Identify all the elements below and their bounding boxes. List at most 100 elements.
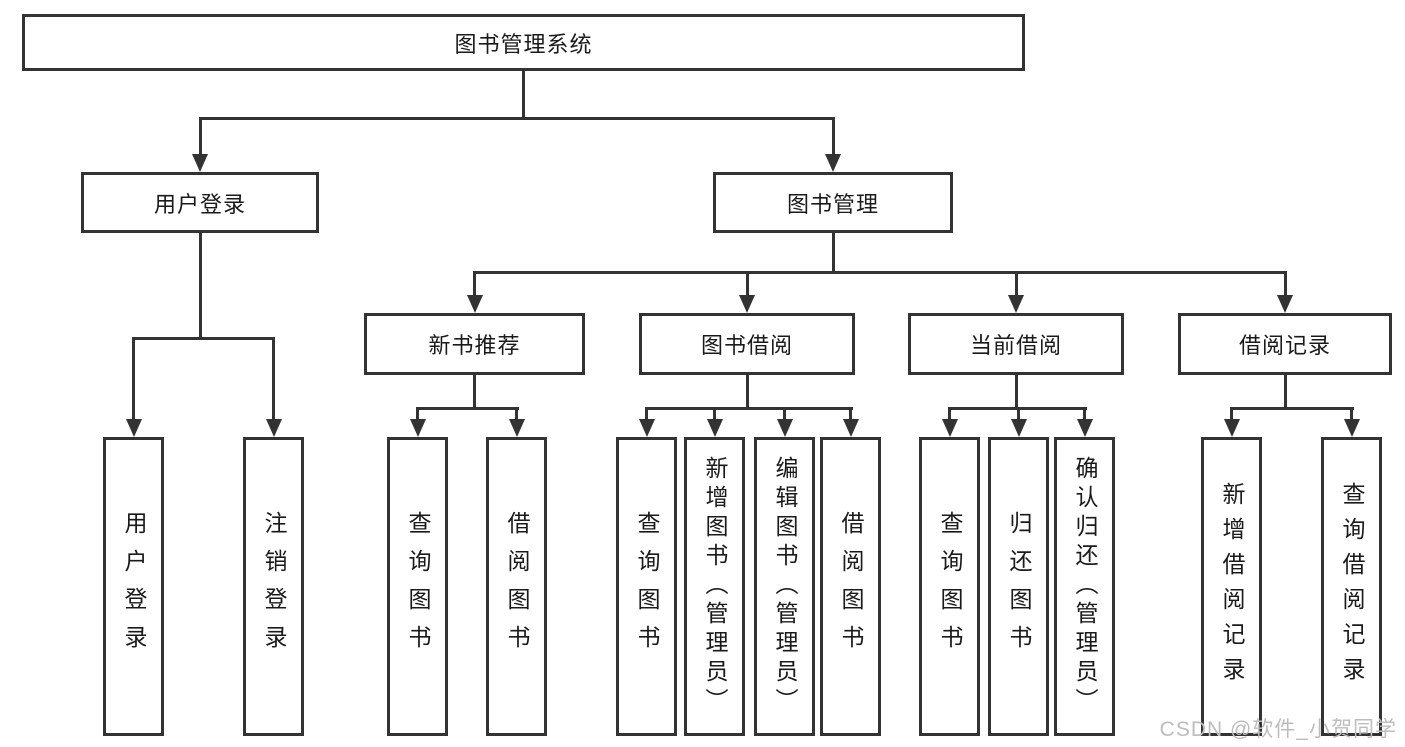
leaf-add-borrow-record-label: 新增借阅记录: [1219, 481, 1245, 692]
leaf-query-borrow-record-label: 查询借阅记录: [1339, 481, 1365, 692]
connector-book-borrowing-bracket: [645, 407, 853, 410]
connector-arrow-to-user-login: [192, 118, 208, 172]
arrow-down-icon: [192, 154, 208, 172]
connector-book-borrowing-stem: [745, 375, 749, 409]
connector-user-login-stem: [198, 233, 202, 339]
leaf-edit-book-admin-label: 编辑图书（管理员）: [772, 456, 798, 717]
arrow-stem: [515, 409, 518, 423]
leaf-query-books-label: 查询图书: [634, 510, 660, 663]
arrow-stem: [1283, 273, 1287, 299]
leaf-query-books-recommend: 查询图书: [387, 437, 448, 736]
arrow-stem: [1083, 409, 1086, 423]
connector-root-stem: [521, 71, 525, 118]
arrow-stem: [1350, 409, 1353, 423]
connector-arrow-leaf: [1343, 409, 1360, 437]
connector-arrow-to-leaf-logout: [265, 339, 282, 437]
arrow-stem: [272, 339, 275, 423]
arrow-down-icon: [1343, 419, 1360, 437]
connector-arrow-leaf: [1076, 409, 1093, 437]
leaf-logout: 注销登录: [243, 437, 304, 736]
csdn-watermark: CSDN @软件_小贺同学: [1159, 718, 1397, 741]
leaf-user-login: 用户登录: [103, 437, 164, 736]
arrow-down-icon: [825, 154, 841, 172]
leaf-add-book-admin-label: 新增图书（管理员）: [702, 456, 728, 717]
leaf-return-books: 归还图书: [988, 437, 1049, 736]
leaf-confirm-return-admin-label: 确认归还（管理员）: [1072, 456, 1098, 717]
leaf-query-books-borrowing: 查询图书: [616, 437, 677, 736]
connector-arrow-leaf: [409, 409, 426, 437]
connector-arrow-leaf: [706, 409, 723, 437]
arrow-stem: [745, 273, 749, 299]
node-root-library-system: 图书管理系统: [22, 14, 1025, 71]
connector-arrow-to-book-management: [825, 118, 841, 172]
arrow-stem: [1014, 273, 1018, 299]
arrow-down-icon: [466, 295, 483, 313]
arrow-down-icon: [1008, 295, 1024, 313]
arrow-stem: [473, 273, 476, 299]
node-book-management-label: 图书管理: [786, 191, 879, 217]
arrow-stem: [849, 409, 852, 423]
connector-root-bracket: [198, 117, 835, 120]
node-borrowing-records-label: 借阅记录: [1238, 333, 1331, 358]
leaf-add-borrow-record: 新增借阅记录: [1201, 437, 1262, 736]
arrow-down-icon: [1076, 419, 1093, 437]
connector-arrow-leaf: [508, 409, 525, 437]
leaf-confirm-return-admin: 确认归还（管理员）: [1054, 437, 1115, 736]
leaf-add-book-admin: 新增图书（管理员）: [684, 437, 745, 736]
connector-new-book-stem: [473, 375, 476, 409]
arrow-down-icon: [1223, 419, 1240, 437]
arrow-stem: [1017, 409, 1020, 423]
node-book-borrowing-label: 图书借阅: [700, 333, 793, 358]
node-borrowing-records: 借阅记录: [1178, 313, 1392, 375]
connector-arrow-leaf: [1223, 409, 1240, 437]
connector-arrow-leaf: [638, 409, 655, 437]
leaf-return-books-label: 归还图书: [1006, 510, 1032, 663]
arrow-down-icon: [1010, 419, 1027, 437]
connector-new-book-bracket: [416, 407, 519, 410]
arrow-stem: [713, 409, 716, 423]
node-new-book-recommendation-label: 新书推荐: [428, 333, 521, 358]
leaf-edit-book-admin: 编辑图书（管理员）: [754, 437, 815, 736]
arrow-stem: [783, 409, 786, 423]
leaf-user-login-label: 用户登录: [121, 510, 147, 663]
connector-book-management-stem: [831, 233, 835, 273]
leaf-borrow-books-label: 借阅图书: [838, 510, 864, 663]
node-current-borrowing-label: 当前借阅: [969, 333, 1062, 358]
connector-current-borrowing-bracket: [948, 407, 1087, 410]
leaf-borrow-books-borrowing: 借阅图书: [820, 437, 881, 736]
arrow-down-icon: [1277, 295, 1293, 313]
connector-borrowing-records-bracket: [1230, 407, 1354, 410]
connector-arrow-to-leaf-user-login: [125, 339, 142, 437]
arrow-down-icon: [265, 419, 282, 437]
connector-arrow-to-borrowing-records: [1277, 273, 1293, 313]
connector-arrow-leaf: [941, 409, 958, 437]
arrow-down-icon: [842, 419, 859, 437]
connector-arrow-leaf: [1010, 409, 1027, 437]
arrow-stem: [948, 409, 951, 423]
arrow-stem: [198, 118, 202, 158]
connector-current-borrowing-stem: [1014, 375, 1018, 409]
node-root-label: 图书管理系统: [454, 31, 593, 57]
connector-book-management-bracket: [473, 271, 1287, 274]
arrow-down-icon: [739, 295, 755, 313]
arrow-down-icon: [125, 419, 142, 437]
leaf-borrow-books-label: 借阅图书: [504, 510, 530, 663]
leaf-query-books-label: 查询图书: [937, 510, 963, 663]
leaf-query-books-current: 查询图书: [919, 437, 980, 736]
arrow-down-icon: [409, 419, 426, 437]
node-current-borrowing: 当前借阅: [908, 313, 1124, 375]
arrow-down-icon: [776, 419, 793, 437]
leaf-logout-label: 注销登录: [261, 510, 287, 663]
arrow-down-icon: [941, 419, 958, 437]
arrow-stem: [645, 409, 648, 423]
arrow-stem: [831, 118, 835, 158]
arrow-down-icon: [638, 419, 655, 437]
node-user-login: 用户登录: [81, 172, 319, 233]
arrow-stem: [1230, 409, 1233, 423]
node-book-management: 图书管理: [713, 172, 953, 233]
leaf-query-borrow-record: 查询借阅记录: [1321, 437, 1382, 736]
connector-arrow-to-current-borrowing: [1008, 273, 1024, 313]
leaf-borrow-books-recommend: 借阅图书: [486, 437, 547, 736]
node-user-login-label: 用户登录: [153, 191, 246, 217]
